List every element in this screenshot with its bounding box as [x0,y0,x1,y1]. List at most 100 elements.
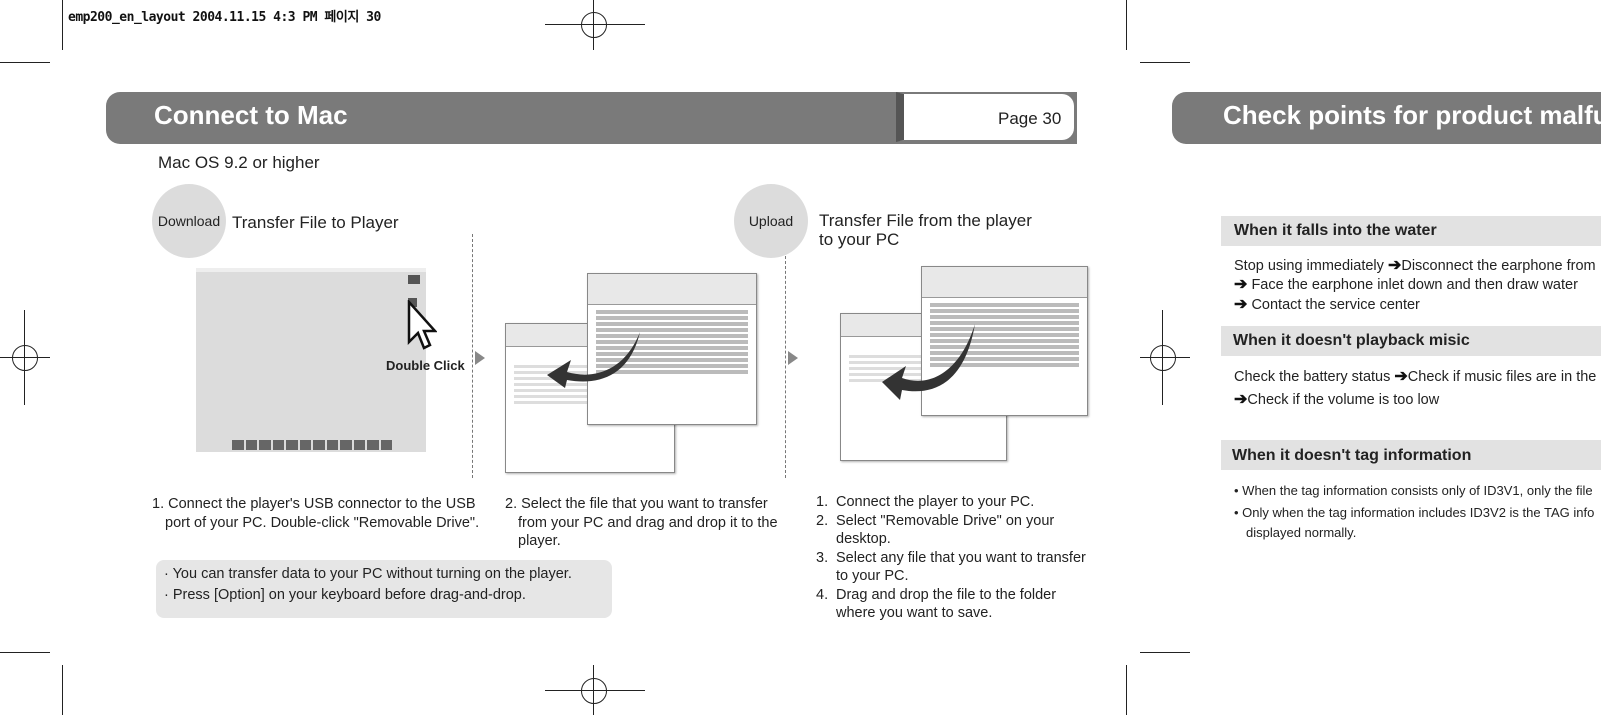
section-bar-playback [1221,326,1601,356]
page-number: Page 30 [998,109,1062,128]
water-tip-text: Disconnect the earphone from [1401,258,1596,274]
arrow-right-icon: ➔ [1387,257,1402,274]
section-bar-water [1221,216,1601,246]
upload-step-text: to your PC. [836,568,909,584]
section-title-water: When it falls into the water [1234,222,1437,239]
download-badge: Download [152,184,226,258]
upload-step-number: 4. [816,586,829,603]
download-step-2-line: 2. Select the file that you want to tran… [505,496,768,512]
crop-mark [0,652,50,653]
note-item: · You can transfer data to your PC witho… [164,566,572,582]
section-title-tag: When it doesn't tag information [1232,447,1472,464]
registration-mark-line [0,357,50,358]
next-page-title: Check points for product malfunc [1223,100,1601,130]
upload-step: 1. Connect the player to your PC. [816,493,1106,512]
next-step-arrow-icon [788,351,798,365]
tag-tip-cont: displayed normally. [1246,525,1357,540]
download-step-1-line: port of your PC. Double-click "Removable… [165,514,480,531]
download-step-2-line: from your PC and drag and drop it to the [518,514,778,531]
upload-badge: Upload [734,184,808,258]
mouse-cursor-icon [407,300,437,350]
mac-menu-bar [196,268,426,272]
crop-mark [0,62,50,63]
upload-badge-label: Upload [748,213,794,229]
crop-mark [62,0,63,50]
crop-mark [1140,62,1190,63]
water-tip-text: Face the earphone inlet down and then dr… [1251,277,1578,293]
double-click-label: Double Click [386,358,465,373]
player-folder-window [921,266,1088,416]
playback-tip-text: Check if the volume is too low [1247,392,1440,408]
arrow-right-icon: ➔ [1234,296,1248,313]
tag-tip: • Only when the tag information includes… [1234,505,1595,520]
page-title: Connect to Mac [154,100,348,130]
registration-mark-line [545,690,645,691]
section-title-playback: When it doesn't playback misic [1233,332,1470,349]
water-tip: Stop using immediately ➔Disconnect the e… [1234,255,1596,275]
player-folder-window [587,273,757,425]
mac-desktop-image [196,268,426,452]
upload-step-text: Select any file that you want to transfe… [836,549,1086,566]
registration-mark-line [1140,357,1190,358]
registration-mark-line [593,665,594,715]
upload-step: 4. Drag and drop the file to the folder w… [816,586,1106,623]
upload-step: 2. Select "Removable Drive" on your deskt… [816,512,1106,549]
download-step-2-line: player. [518,533,561,549]
tag-tip: • When the tag information consists only… [1234,483,1593,498]
upload-title-line: to your PC [819,230,900,249]
download-badge-label: Download [157,213,221,229]
upload-step-text: desktop. [836,531,891,547]
registration-mark-icon [581,678,607,704]
divider [472,234,473,478]
upload-step-text: Connect the player to your PC. [836,494,1035,510]
os-requirement: Mac OS 9.2 or higher [158,153,320,172]
crop-mark [1126,0,1127,50]
water-tip-text: Contact the service center [1251,297,1420,313]
crop-mark [1140,652,1190,653]
water-tip: ➔ Face the earphone inlet down and then … [1234,274,1578,294]
upload-step-number: 3. [816,549,829,566]
arrow-right-icon: ➔ [1394,368,1408,385]
tag-tip-text: When the tag information consists only o… [1242,483,1593,498]
upload-step-text: Select "Removable Drive" on your [836,512,1055,529]
download-step-1-line: 1. Connect the player's USB connector to… [152,496,476,512]
registration-mark-icon [1150,345,1176,371]
page-number-box [896,92,1076,142]
registration-mark-line [545,24,645,25]
upload-step: 3. Select any file that you want to tran… [816,549,1106,586]
next-step-arrow-icon [475,351,485,365]
playback-tip-text: Check if music files are in the [1407,369,1597,385]
water-tip: ➔ Contact the service center [1234,294,1420,314]
note-box [156,560,612,618]
removable-drive-icon [408,275,420,284]
drag-arrow-icon [882,324,975,400]
removable-drive-icon [408,298,417,307]
upload-step-number: 1. [816,494,829,510]
playback-tip-text: Check the battery status [1234,369,1391,385]
water-tip-text: Stop using immediately [1234,258,1384,274]
upload-step-text: Drag and drop the file to the folder [836,586,1057,603]
mac-dock [232,440,392,450]
download-step-2: 2. Select the file that you want to tran… [505,495,805,551]
arrow-right-icon: ➔ [1234,391,1248,408]
tag-tip-text: Only when the tag information includes I… [1242,505,1595,520]
divider [785,256,786,478]
note-item: · Press [Option] on your keyboard before… [164,587,526,603]
print-slug: emp200_en_layout 2004.11.15 4:3 PM 페이지 3… [68,10,381,25]
upload-title: Transfer File from the player to your PC [819,211,1032,249]
crop-mark [1126,665,1127,715]
upload-step-text: where you want to save. [836,605,993,621]
next-header-bar [1172,92,1601,144]
registration-mark-line [1162,310,1163,405]
section-bar-tag [1221,440,1601,470]
playback-tip: Check the battery status ➔Check if music… [1234,366,1596,386]
registration-mark-icon [12,345,38,371]
upload-step-number: 2. [816,512,829,529]
registration-mark-line [593,0,594,50]
registration-mark-icon [581,12,607,38]
download-title: Transfer File to Player [232,213,399,232]
drag-arrow-icon [547,332,640,388]
playback-tip: ➔Check if the volume is too low [1234,389,1439,409]
upload-steps: 1. Connect the player to your PC. 2. Sel… [816,493,1106,623]
arrow-right-icon: ➔ [1234,276,1248,293]
